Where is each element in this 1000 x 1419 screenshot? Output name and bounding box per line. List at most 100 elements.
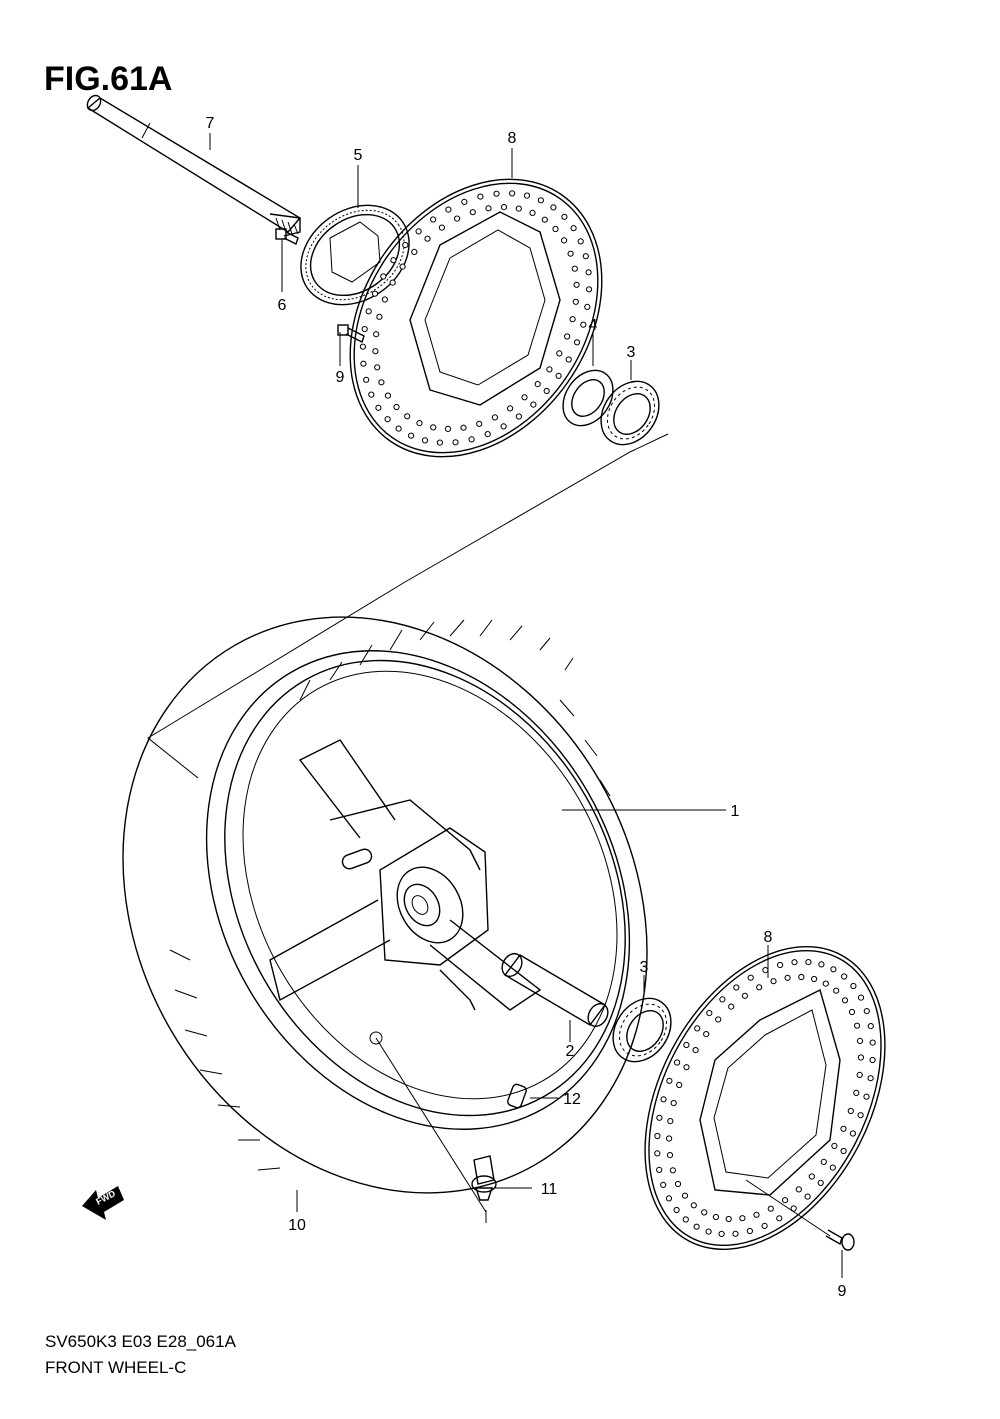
disc-hole (791, 959, 798, 966)
disc-hole (654, 1132, 661, 1140)
disc-hole (656, 1166, 663, 1174)
disc-hole (818, 961, 825, 968)
disc-hole (808, 1173, 815, 1180)
disc-hole (683, 1041, 690, 1049)
disc-hole (856, 1071, 863, 1079)
disc-hole (820, 1158, 827, 1166)
disc-hole (856, 1037, 864, 1045)
callout-7: 7 (206, 115, 215, 132)
callout-9-bottom: 9 (838, 1283, 847, 1300)
disc-hole (869, 1056, 876, 1064)
disc-hole (374, 364, 381, 371)
disc-hole (681, 1192, 689, 1199)
disc-hole (811, 975, 818, 983)
disc-hole (715, 1016, 722, 1023)
disc-hole (822, 980, 829, 987)
disc-hole (580, 321, 587, 328)
disc-hole (746, 1227, 754, 1235)
pin-part-12 (507, 1083, 527, 1109)
disc-hole (361, 326, 368, 333)
disc-hole (747, 974, 754, 981)
disc-hole (795, 1186, 802, 1193)
disc-hole (676, 1081, 683, 1089)
disc-hole (555, 372, 562, 379)
disc-hole (493, 190, 500, 197)
disc-hole (378, 379, 385, 386)
disc-hole (421, 437, 429, 444)
disc-hole (360, 360, 367, 367)
disc-hole (666, 1135, 673, 1142)
disc-hole (389, 279, 396, 286)
disc-hole (770, 978, 777, 985)
callout-6: 6 (278, 297, 287, 314)
disc-hole (365, 308, 372, 315)
disc-hole (564, 333, 571, 340)
disc-hole (500, 204, 508, 211)
disc-hole (454, 215, 461, 222)
disc-hole (666, 1077, 673, 1084)
disc-hole (572, 298, 579, 305)
disc-hole (556, 350, 563, 357)
disc-hole (550, 204, 557, 211)
figure-title: FIG.61A (44, 60, 173, 98)
footer-model-code: SV650K3 E03 E28_061A (45, 1332, 236, 1351)
disc-hole (561, 213, 568, 220)
disc-hole (424, 235, 431, 242)
bearing-bottom-part-3 (612, 997, 672, 1063)
disc-hole (732, 1230, 739, 1237)
disc-hole (674, 1059, 681, 1066)
bolt-part-9-bottom (825, 1229, 855, 1251)
disc-hole (521, 394, 528, 401)
disc-hole (683, 1064, 690, 1071)
disc-hole (573, 281, 580, 288)
disc-hole (573, 339, 581, 346)
disc-hole (373, 331, 380, 338)
disc-hole (833, 987, 840, 994)
disc-hole (784, 974, 791, 981)
disc-hole (380, 273, 387, 280)
disc-hole (561, 237, 568, 244)
disc-hole (782, 1197, 789, 1204)
disc-hole (703, 1031, 710, 1038)
disc-hole (399, 263, 406, 270)
disc-hole (404, 413, 411, 420)
disc-hole (804, 1193, 811, 1200)
disc-hole (585, 269, 592, 276)
disc-hole (485, 205, 492, 212)
tire-part-10 (169, 619, 611, 1171)
disc-hole (534, 381, 541, 388)
disc-hole (693, 1223, 700, 1230)
disc-hole (863, 1008, 870, 1015)
disc-hole (847, 1107, 854, 1115)
disc-hole (830, 966, 837, 973)
disc-hole (690, 1202, 697, 1209)
disc-hole (552, 225, 559, 233)
disc-hole (718, 1230, 725, 1238)
disc-hole (667, 1118, 674, 1125)
disc-hole (523, 192, 531, 199)
disc-hole (469, 209, 476, 216)
disc-hole (798, 973, 805, 981)
disc-hole (530, 401, 537, 408)
disc-hole (507, 405, 514, 412)
disc-hole (384, 392, 391, 399)
disc-hole (541, 216, 548, 223)
disc-hole (484, 431, 491, 438)
disc-hole (863, 1093, 870, 1100)
disc-hole (515, 413, 523, 420)
disc-hole (762, 967, 769, 974)
disc-hole (491, 414, 498, 421)
footer-part-name: FRONT WHEEL-C (45, 1358, 187, 1377)
disc-hole (669, 1167, 677, 1174)
disc-hole (515, 205, 522, 212)
disc-hole (477, 193, 484, 200)
disc-hole (438, 224, 445, 231)
disc-hole (761, 1222, 768, 1230)
disc-hole (840, 1125, 847, 1132)
disc-hole (565, 356, 572, 363)
disc-hole (508, 190, 516, 197)
disc-hole (656, 1114, 663, 1121)
disc-hole (741, 992, 749, 999)
disc-hole (381, 296, 388, 303)
